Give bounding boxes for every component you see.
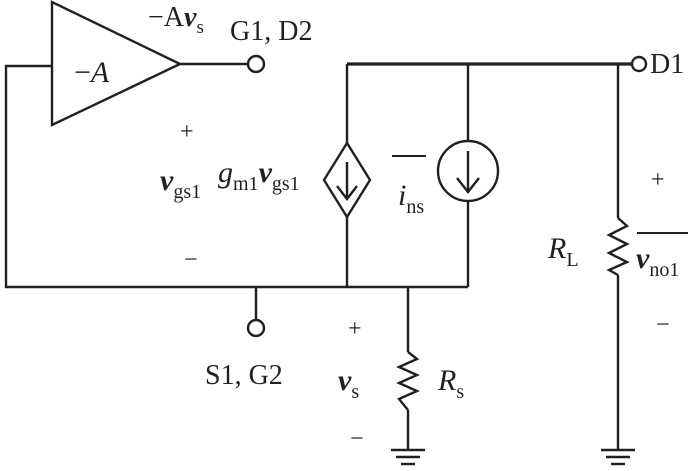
amplifier: −A −Avs G1, D2 [50, 0, 312, 127]
dependent-source-diamond [322, 140, 372, 220]
ground-icon [391, 448, 425, 466]
load-resistor-zigzag [606, 217, 630, 277]
vno1-plus: + [651, 167, 665, 193]
source-resistor: Rs + vs − [338, 316, 464, 452]
terminal-d1-label: D1 [650, 49, 684, 80]
noise-current-source: ins [392, 139, 500, 218]
vs-label: vs [338, 364, 359, 403]
vgs1-plus: + [180, 119, 194, 145]
amplifier-triangle [50, 0, 183, 127]
terminal-g1-d2-label: G1, D2 [230, 16, 312, 47]
vno1-label: vno1 [636, 242, 679, 281]
gm1-vgs1-label: gm1vgs1 [218, 156, 300, 195]
rs-label: Rs [437, 364, 464, 403]
vs-plus: + [348, 316, 362, 342]
wires [4, 62, 632, 450]
vgs1-label: vgs1 [160, 164, 201, 203]
vgs1-minus: − [184, 247, 198, 273]
ins-label: ins [398, 179, 424, 218]
terminal-d1 [630, 55, 648, 73]
vs-minus: − [350, 426, 364, 452]
down-arrow-icon [336, 162, 358, 201]
terminal-g1-d2 [246, 54, 266, 74]
load-resistor: RL + vno1 − [547, 167, 688, 338]
vno1-minus: − [656, 312, 670, 338]
noise-source-circle [436, 139, 500, 203]
ground-icon [601, 448, 635, 466]
terminal-s1-g2 [246, 318, 266, 338]
source-resistor-zigzag [396, 351, 420, 411]
rl-label: RL [547, 232, 579, 271]
terminal-s1-g2-label: S1, G2 [205, 360, 283, 391]
down-arrow-icon [456, 151, 480, 194]
amplifier-output-label: −Avs [148, 2, 204, 38]
feedback-wire [4, 64, 468, 289]
amplifier-gain-label: −A [74, 56, 110, 89]
dependent-current-source: gm1vgs1 [218, 140, 372, 220]
